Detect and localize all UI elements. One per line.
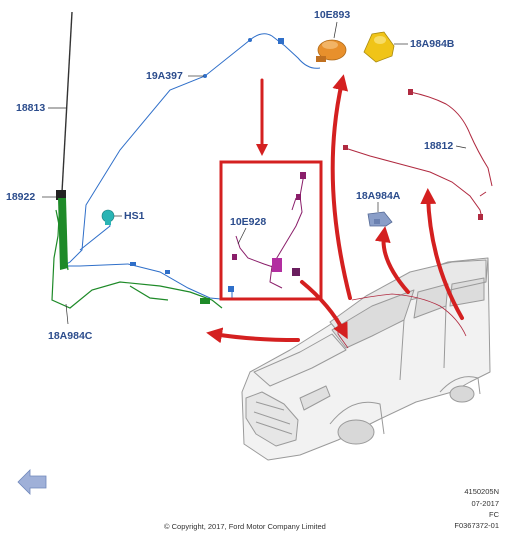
hs1-clip — [101, 209, 115, 225]
label-hs1: HS1 — [124, 210, 145, 222]
harness-connectors — [343, 89, 483, 220]
pickup-truck-drawing — [241, 257, 491, 461]
inset-connectors — [232, 172, 306, 276]
module-10e893 — [316, 39, 347, 62]
back-arrow-icon[interactable] — [17, 469, 47, 495]
label-10e893: 10E893 — [314, 9, 351, 21]
label-10e928: 10E928 — [230, 216, 267, 228]
lower-harness-brackets — [58, 198, 210, 304]
module-18a984b — [363, 31, 395, 63]
ref-number: 4150205N — [464, 487, 499, 496]
inset-harness-10e928 — [235, 173, 305, 289]
copyright-text: © Copyright, 2017, Ford Motor Company Li… — [164, 522, 326, 531]
module-18a984a — [367, 211, 393, 227]
cable-clips — [130, 38, 284, 292]
label-19a397: 19A397 — [146, 70, 183, 82]
ref-date: 07-2017 — [471, 499, 499, 508]
label-18a984c: 18A984C — [48, 330, 93, 342]
label-18922: 18922 — [6, 191, 36, 203]
highlight-box-10e928 — [219, 160, 323, 301]
label-18813: 18813 — [16, 102, 46, 114]
label-18812: 18812 — [424, 140, 454, 152]
upper-harness-18812 — [344, 91, 493, 219]
label-leaders — [42, 21, 467, 325]
ref-region: FC — [489, 510, 499, 519]
mast-antenna — [56, 11, 73, 200]
callout-arrows — [206, 74, 464, 344]
ref-figure-id: F0367372-01 — [454, 521, 499, 530]
label-18a984b: 18A984B — [410, 38, 455, 50]
label-18a984a: 18A984A — [356, 190, 401, 202]
